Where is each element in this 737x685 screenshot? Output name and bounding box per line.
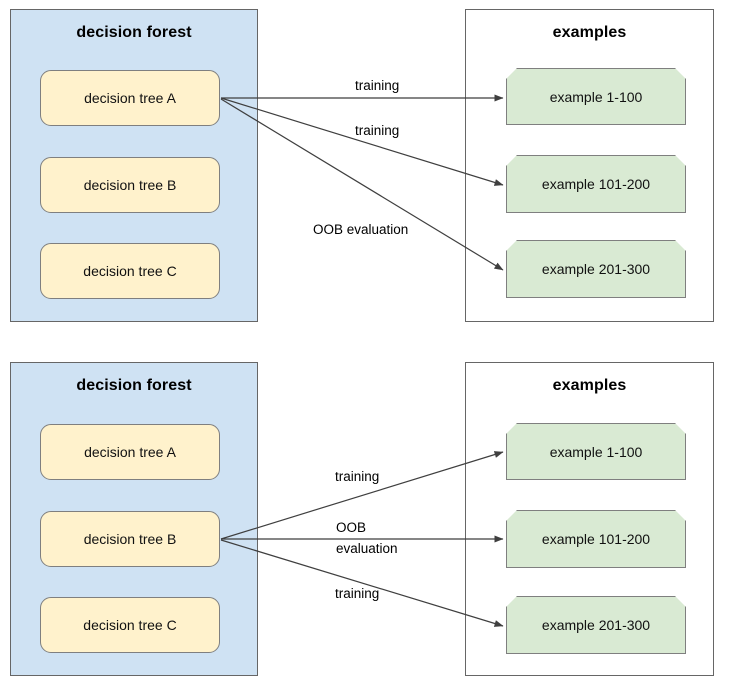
example-1-100-top[interactable]: example 1-100 [506,68,686,125]
example-201-300-top[interactable]: example 201-300 [506,240,686,298]
example-201-300-label-bottom: example 201-300 [541,617,651,633]
example-101-200-label-bottom: example 101-200 [541,531,651,547]
edge-label-oob-b-101-200-bottom-line2: evaluation [336,541,398,556]
example-101-200-top[interactable]: example 101-200 [506,155,686,213]
example-201-300-bottom[interactable]: example 201-300 [506,596,686,654]
decision-tree-a-bottom[interactable]: decision tree A [40,424,220,480]
decision-tree-a-label-bottom: decision tree A [84,444,176,460]
decision-tree-c-top[interactable]: decision tree C [40,243,220,299]
edge-label-training-a-1-100-top: training [355,78,400,93]
examples-title-bottom: examples [552,377,627,394]
decision-tree-c-label-bottom: decision tree C [83,617,177,633]
decision-forest-title-bottom: decision forest [76,377,192,394]
example-201-300-label-top: example 201-300 [541,261,651,277]
examples-title-top: examples [552,24,627,41]
decision-forest-title-top: decision forest [76,24,192,41]
edge-training-a-to-101-200-top [220,97,504,186]
edge-label-training-b-201-300-bottom: training [335,586,380,601]
example-1-100-bottom[interactable]: example 1-100 [506,423,686,480]
edge-label-oob-a-201-300-top: OOB evaluation [313,222,409,237]
decision-tree-b-label-top: decision tree B [83,177,177,193]
example-101-200-bottom[interactable]: example 101-200 [506,510,686,568]
decision-tree-a-top[interactable]: decision tree A [40,70,220,126]
decision-tree-b-bottom[interactable]: decision tree B [40,511,220,567]
edge-label-training-a-101-200-top: training [355,123,400,138]
decision-tree-b-top[interactable]: decision tree B [40,157,220,213]
edge-label-oob-b-101-200-bottom-line1: OOB [336,520,367,535]
decision-tree-b-label-bottom: decision tree B [83,531,177,547]
example-1-100-label-bottom: example 1-100 [549,443,643,460]
decision-tree-c-bottom[interactable]: decision tree C [40,597,220,653]
decision-tree-c-label-top: decision tree C [83,263,177,279]
example-1-100-label-top: example 1-100 [549,88,643,105]
example-101-200-label-top: example 101-200 [541,176,651,192]
decision-tree-a-label-top: decision tree A [84,90,176,106]
edge-label-training-b-1-100-bottom: training [335,469,380,484]
